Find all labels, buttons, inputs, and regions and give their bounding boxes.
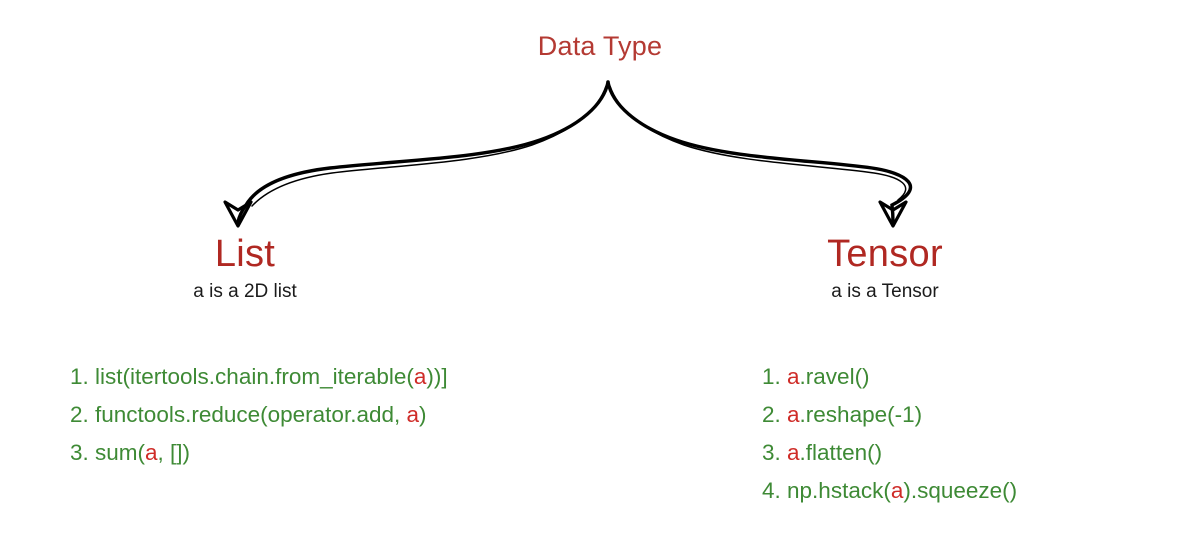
code-item-suffix: , []) [157, 440, 191, 465]
code-item-variable: a [787, 440, 800, 465]
arrow-to-tensor-head [878, 200, 908, 228]
code-item-variable: a [787, 402, 800, 427]
code-item-suffix: ).squeeze() [903, 478, 1018, 503]
code-item-variable: a [787, 364, 800, 389]
code-item-variable: a [890, 478, 904, 503]
list-item: 2. functools.reduce(operator.add, a) [70, 396, 448, 434]
code-item-suffix: .flatten() [799, 440, 883, 465]
code-item-prefix: list(itertools.chain.from_iterable( [95, 364, 414, 389]
code-item-index: 1. [762, 364, 781, 389]
code-list-tensor: 1. a.ravel() 2. a.reshape(-1) 3. a.flatt… [762, 358, 1017, 510]
code-item-suffix: ))] [426, 364, 448, 389]
code-list-list: 1. list(itertools.chain.from_iterable(a)… [70, 358, 448, 472]
code-item-prefix: sum( [95, 440, 146, 465]
code-item-prefix: functools.reduce(operator.add, [95, 402, 407, 427]
list-item: 1. list(itertools.chain.from_iterable(a)… [70, 358, 448, 396]
code-item-index: 1. [70, 364, 89, 389]
code-item-index: 2. [762, 402, 781, 427]
branch-list-subtitle: a is a 2D list [193, 281, 297, 302]
branch-list-title: List [214, 233, 276, 275]
code-item-variable: a [406, 402, 419, 427]
list-item: 4. np.hstack(a).squeeze() [762, 472, 1017, 510]
branch-tensor: Tensor a is a Tensor [675, 232, 1095, 304]
arrow-to-list-inner-stroke [251, 85, 607, 207]
arrow-to-tensor-outer-stroke [606, 80, 913, 224]
code-item-variable: a [145, 440, 158, 465]
arrow-to-list-outer-stroke [236, 80, 610, 224]
arrow-to-tensor-inner-stroke [609, 85, 907, 201]
branch-tensor-subtitle: a is a Tensor [831, 281, 939, 302]
code-item-suffix: .reshape(-1) [799, 402, 923, 427]
branch-list: List a is a 2D list [35, 232, 455, 304]
code-item-index: 3. [70, 440, 89, 465]
list-item: 3. a.flatten() [762, 434, 1017, 472]
list-item: 1. a.ravel() [762, 358, 1017, 396]
root-node-label: Data Type [537, 31, 663, 61]
arrow-to-list [223, 80, 610, 228]
code-item-index: 4. [762, 478, 781, 503]
list-item: 3. sum(a, []) [70, 434, 448, 472]
list-item: 2. a.reshape(-1) [762, 396, 1017, 434]
arrow-to-tensor [606, 80, 913, 228]
code-item-index: 3. [762, 440, 781, 465]
arrow-to-list-head [223, 200, 253, 228]
branch-tensor-title: Tensor [827, 233, 943, 275]
code-item-variable: a [413, 364, 427, 389]
code-item-suffix: ) [419, 402, 427, 427]
code-item-index: 2. [70, 402, 89, 427]
code-item-prefix: np.hstack( [787, 478, 891, 503]
code-item-suffix: .ravel() [799, 364, 870, 389]
